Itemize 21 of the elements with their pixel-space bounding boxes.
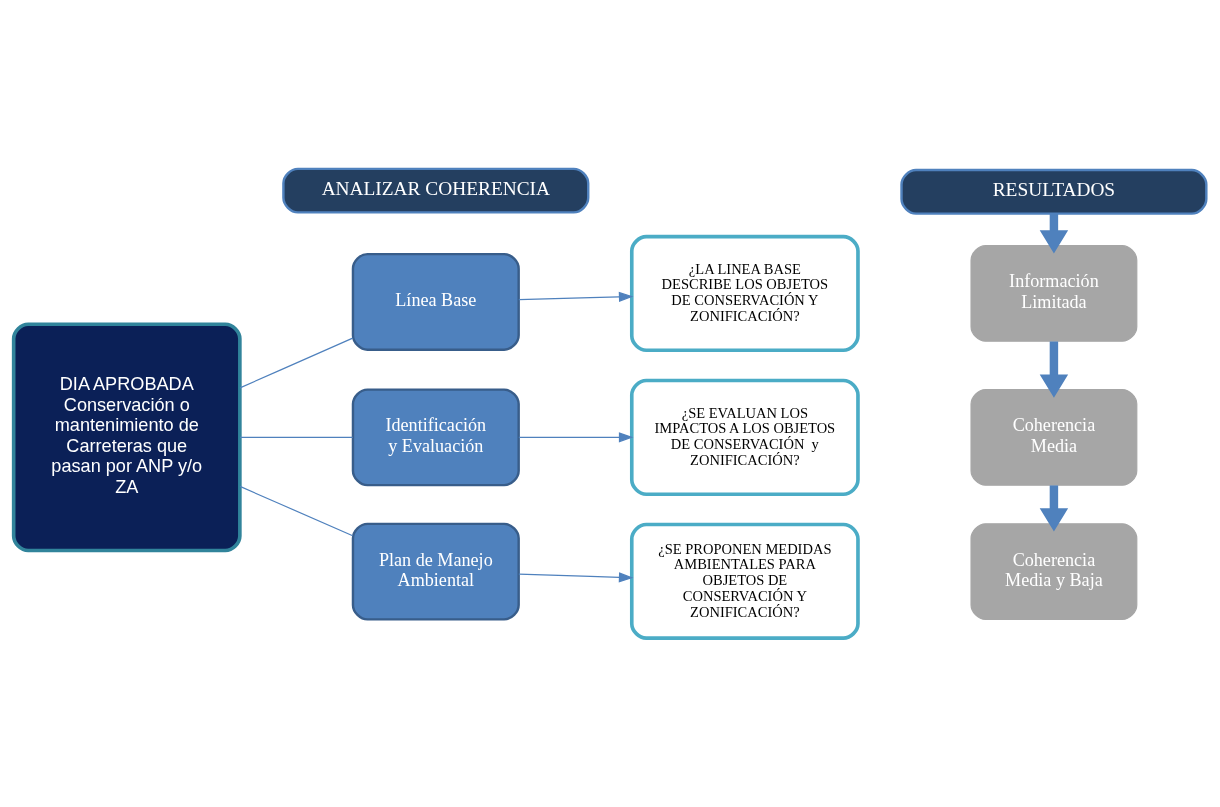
- connector: [239, 337, 354, 389]
- node-box: Plan de Manejo Ambiental: [351, 522, 520, 621]
- arrow: [518, 291, 634, 302]
- connector: [239, 436, 354, 438]
- arrow: [518, 572, 634, 583]
- node-box: ANALIZAR COHERENCIA: [282, 167, 590, 214]
- node-box: Coherencia Media: [970, 389, 1138, 486]
- node-box: ¿SE EVALUAN LOS IMPACTOS A LOS OBJETOS DE CONSERVACIÓN y ZONIFICACIÓN?: [629, 378, 860, 497]
- node-box: Coherencia Media y Baja: [970, 523, 1138, 620]
- arrow: [1039, 485, 1069, 532]
- node-box: Línea Base: [351, 252, 520, 351]
- connector: [239, 485, 354, 537]
- node-box: Identificación y Evaluación: [351, 388, 520, 487]
- arrow: [1039, 214, 1069, 254]
- node-box: ¿SE PROPONEN MEDIDAS AMBIENTALES PARA OBJETOS DE CONSERVACIÓN Y ZONIFICACIÓN?: [629, 522, 860, 640]
- arrow: [1039, 341, 1069, 398]
- node-box: RESULTADOS: [900, 168, 1208, 215]
- node-box: DIA APROBADA Conservación o mantenimiento de Carreteras que pasan por ANP y/o ZA: [11, 322, 242, 553]
- node-box: ¿LA LINEA BASE DESCRIBE LOS OBJETOS DE CONSERVACIÓN Y ZONIFICACIÓN?: [629, 234, 860, 353]
- node-box: Información Limitada: [970, 245, 1138, 342]
- arrow: [518, 432, 634, 443]
